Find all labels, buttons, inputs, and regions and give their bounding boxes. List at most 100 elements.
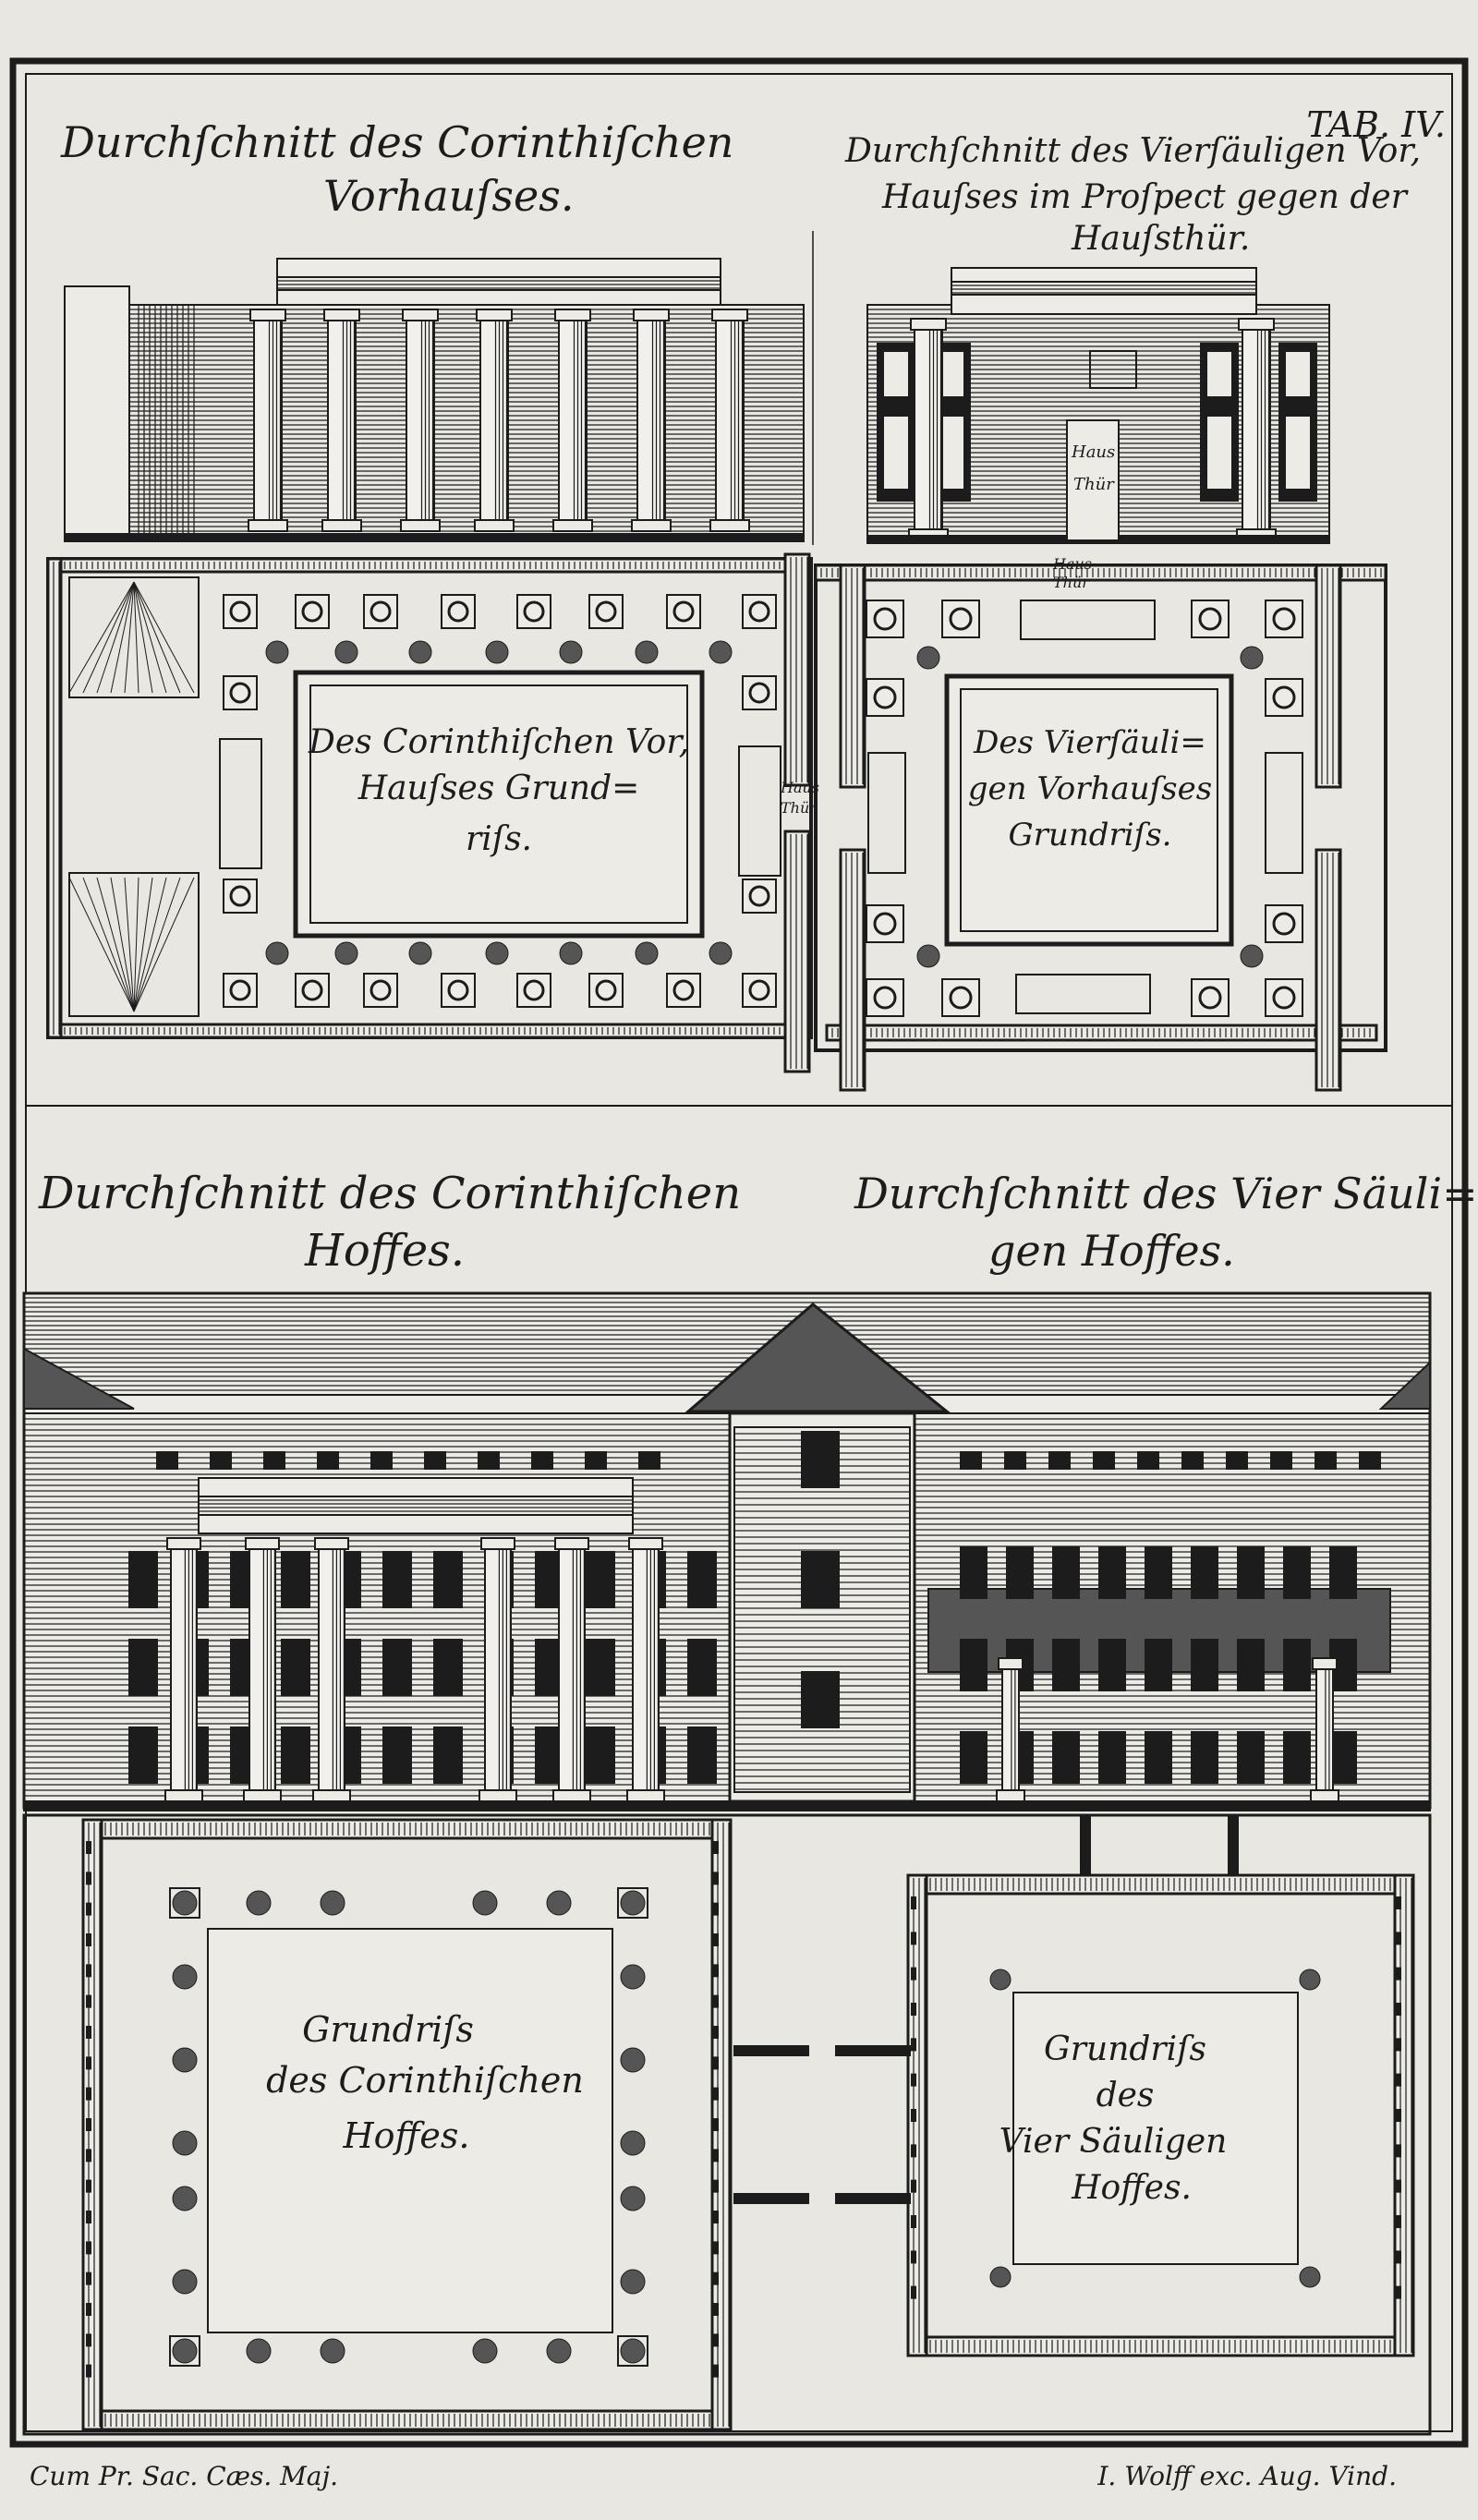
window bbox=[586, 1551, 615, 1608]
column-dot bbox=[485, 640, 509, 664]
column-base-circle bbox=[370, 600, 392, 623]
column-base bbox=[552, 519, 593, 532]
pilaster-square bbox=[941, 600, 980, 638]
column-base-circle bbox=[873, 685, 897, 709]
window bbox=[156, 1451, 178, 1470]
wall-buttresses bbox=[1396, 1896, 1401, 2299]
top-right-title-2: Hauſses im Proſpect gegen der bbox=[881, 178, 1409, 216]
central-pavilion-hatch bbox=[733, 1426, 911, 1793]
column-base bbox=[631, 519, 672, 532]
column-dot bbox=[265, 941, 289, 965]
column-capital bbox=[711, 309, 748, 321]
window bbox=[1093, 1451, 1115, 1470]
column-base-circle bbox=[1272, 607, 1296, 631]
connecting-wall bbox=[835, 2193, 911, 2204]
corner-pilaster bbox=[169, 1887, 200, 1919]
column-base-circle bbox=[370, 979, 392, 1001]
connecting-wall bbox=[1080, 1814, 1091, 1876]
column-dot bbox=[635, 941, 659, 965]
stair-tread bbox=[124, 877, 135, 1012]
window bbox=[317, 1451, 339, 1470]
pilaster-square bbox=[742, 878, 777, 914]
column-base-circle bbox=[1272, 685, 1296, 709]
window bbox=[531, 1451, 553, 1470]
column-base-circle bbox=[229, 885, 251, 907]
column-capital bbox=[554, 309, 591, 321]
window bbox=[1052, 1731, 1080, 1784]
window bbox=[128, 1551, 158, 1608]
window bbox=[1098, 1546, 1126, 1599]
window bbox=[586, 1639, 615, 1696]
window bbox=[801, 1671, 840, 1728]
column bbox=[406, 320, 435, 521]
entablature bbox=[951, 267, 1257, 315]
stair-tread bbox=[68, 581, 135, 694]
window bbox=[687, 1551, 717, 1608]
wall-buttresses bbox=[911, 1896, 916, 2299]
stair-tread bbox=[110, 581, 135, 694]
window bbox=[128, 1639, 158, 1696]
column-dot bbox=[172, 1890, 198, 1916]
column-dot bbox=[635, 640, 659, 664]
plan-wall bbox=[81, 2409, 733, 2431]
window bbox=[1283, 1731, 1311, 1784]
column-capital bbox=[628, 1537, 663, 1550]
column bbox=[558, 320, 588, 521]
window-pane bbox=[882, 350, 910, 398]
bottom-right-plan-label-4: Hoffes. bbox=[1071, 2169, 1192, 2207]
column-shading bbox=[262, 1549, 275, 1790]
top-left-plan-label-3: riſs. bbox=[466, 820, 532, 858]
connecting-wall bbox=[733, 2045, 809, 2056]
column bbox=[1001, 1668, 1020, 1791]
column-dot bbox=[620, 2338, 646, 2364]
window-pane bbox=[1284, 350, 1312, 398]
plan-wall bbox=[81, 1818, 733, 1840]
column-dot bbox=[485, 941, 509, 965]
footer-publisher: I. Wolff exc. Aug. Vind. bbox=[1096, 2461, 1397, 2491]
stair-tread bbox=[82, 581, 135, 694]
window-pane bbox=[1205, 350, 1233, 398]
column-dot bbox=[1299, 1969, 1321, 1991]
stair-tread bbox=[110, 877, 135, 1012]
column-base bbox=[321, 519, 362, 532]
column-capital bbox=[402, 309, 439, 321]
top-right-plan-label-3: Grundriſs. bbox=[1009, 817, 1172, 854]
staircase bbox=[68, 872, 200, 1017]
top-right-door-label-2: Thür bbox=[1073, 475, 1115, 494]
window bbox=[1052, 1639, 1080, 1691]
window bbox=[433, 1551, 463, 1608]
plan-wall bbox=[814, 563, 1387, 582]
window bbox=[1314, 1451, 1337, 1470]
column-shading bbox=[342, 321, 356, 520]
column-shading bbox=[646, 1549, 659, 1790]
window bbox=[1145, 1731, 1172, 1784]
top-right-title-1: Durchſchnitt des Vierſäuligen Vor, bbox=[844, 132, 1421, 170]
column-base bbox=[400, 519, 441, 532]
column-dot bbox=[246, 1890, 272, 1916]
window bbox=[801, 1431, 840, 1488]
column-base bbox=[479, 1789, 517, 1802]
niche bbox=[1020, 600, 1156, 640]
column-capital bbox=[998, 1657, 1024, 1670]
column bbox=[1242, 329, 1271, 530]
stair-tread bbox=[133, 877, 139, 1012]
window bbox=[1270, 1451, 1292, 1470]
niche bbox=[1015, 974, 1151, 1014]
window bbox=[1237, 1639, 1265, 1691]
column-capital bbox=[476, 309, 513, 321]
ground-line bbox=[23, 1800, 1431, 1811]
top-right-plan-label-1: Des Vierſäuli= bbox=[973, 724, 1206, 761]
top-left-title-2: Vorhauſses. bbox=[323, 171, 574, 221]
column-base bbox=[248, 519, 288, 532]
window bbox=[1098, 1639, 1126, 1691]
window bbox=[960, 1731, 987, 1784]
bottom-right-title-1: Durchſchnitt des Vier Säuli= bbox=[854, 1169, 1478, 1218]
window bbox=[281, 1726, 310, 1784]
staircase bbox=[64, 285, 130, 537]
column-shading bbox=[184, 1549, 197, 1790]
column-dot bbox=[620, 2047, 646, 2073]
column-dot bbox=[472, 2338, 498, 2364]
column-dot bbox=[989, 2266, 1012, 2288]
pilaster-square bbox=[866, 978, 904, 1017]
column-dot bbox=[472, 1890, 498, 1916]
